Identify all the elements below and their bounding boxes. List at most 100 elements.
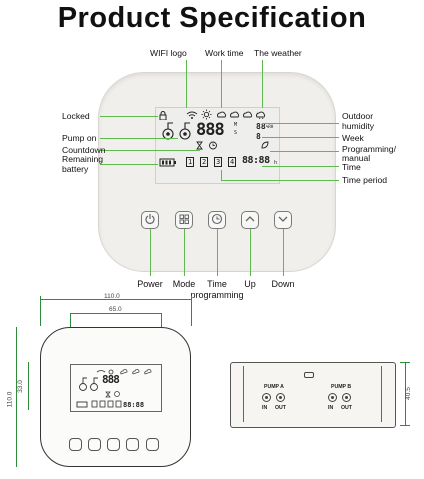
grid-icon: [179, 214, 189, 224]
front-down-button: [146, 438, 159, 451]
battery-icon: [159, 158, 176, 167]
dim-line-height-lcd: [28, 362, 29, 410]
callout-time-period: Time period: [342, 175, 388, 185]
weather-icons: [217, 111, 266, 119]
dim-line-height-outer: [16, 327, 17, 467]
callout-outdoor-1: Outdoor: [342, 111, 374, 121]
period-3: 3: [214, 157, 223, 167]
callout-week: Week: [342, 133, 364, 143]
mode-button[interactable]: [175, 211, 193, 229]
front-lcd-clock: 88:88: [123, 401, 145, 409]
week-digit: 8: [256, 132, 261, 141]
dim-width-outer: 110.0: [104, 293, 120, 300]
unit-s: S: [234, 130, 238, 136]
callout-line-battery: [100, 164, 158, 165]
callout-weather: The weather: [254, 48, 302, 58]
callout-remaining-1: Remaining: [62, 154, 104, 164]
pump-b-in-port: [328, 393, 337, 402]
pump-b-out-port: [342, 393, 351, 402]
callout-wifi-logo: WIFI logo: [150, 48, 187, 58]
callout-locked: Locked: [62, 111, 90, 121]
clock-icon: [211, 213, 223, 225]
dim-tick-depth-bottom: [400, 425, 410, 426]
front-view-outline: [40, 327, 191, 467]
clock-digits: 88:88: [242, 155, 270, 166]
callout-line-pump: [100, 138, 178, 139]
front-view-lcd: 888 88:88: [70, 364, 162, 412]
label-time-1: Time: [207, 279, 227, 289]
period-1: 1: [186, 157, 195, 167]
time-programming-button[interactable]: [208, 211, 226, 229]
pump-b-out-label: OUT: [341, 405, 352, 411]
callout-line-down: [283, 229, 284, 276]
dim-tick-right: [191, 296, 192, 326]
front-lcd-icons: [76, 369, 152, 408]
callout-line-period-v: [221, 170, 222, 181]
callout-time: Time: [342, 162, 361, 172]
callout-line-up: [250, 229, 251, 276]
lock-icon: [159, 111, 167, 120]
dim-width-inner: 65.0: [109, 306, 122, 313]
callout-line-locked: [100, 116, 158, 117]
callout-pump-on: Pump on: [62, 133, 97, 143]
pump-a-in-label: IN: [262, 405, 268, 411]
callout-line-period: [221, 180, 339, 181]
label-time-2: programming: [190, 290, 244, 300]
page-title: Product Specification: [57, 2, 367, 34]
chevron-down-icon: [278, 216, 288, 222]
label-up: Up: [244, 279, 256, 289]
period-4: 4: [228, 157, 237, 167]
humidity-digits: 88: [256, 122, 266, 131]
lcd-screen: 888 M S 88 %RH 8 1 2 3 4 88:88 h: [155, 107, 280, 184]
label-down: Down: [271, 279, 295, 289]
dim-depth: 40.5: [404, 387, 412, 400]
callout-programming-2: manual: [342, 153, 371, 163]
pump-a-label: PUMP A: [264, 384, 284, 390]
dim-height-lcd: 33.0: [16, 380, 24, 393]
dim-line-depth: [405, 362, 406, 426]
callout-line-power: [150, 229, 151, 276]
up-button[interactable]: [241, 211, 259, 229]
callout-remaining-2: battery: [62, 164, 89, 174]
unit-h: h: [274, 160, 278, 166]
work-time-digits: 888: [196, 120, 225, 140]
leaf-icon: [261, 141, 269, 149]
pump-b-label: PUMP B: [331, 384, 352, 390]
front-power-button: [69, 438, 82, 451]
callout-line-time-prog: [217, 229, 218, 276]
callout-line-worktime: [221, 60, 222, 108]
callout-outdoor-2: humidity: [342, 121, 374, 131]
callout-line-mode: [184, 229, 185, 276]
callout-line-time: [262, 166, 339, 167]
countdown-icons: [196, 141, 217, 150]
dim-line-width-outer: [40, 299, 192, 300]
period-2: 2: [200, 157, 209, 167]
sun-icon: [201, 109, 212, 120]
front-lcd-digits: 888: [102, 373, 120, 386]
callout-line-wifi: [186, 60, 187, 108]
pump-a-out-port: [276, 393, 285, 402]
pump-a-out-label: OUT: [275, 405, 286, 411]
label-mode: Mode: [172, 279, 196, 289]
callout-line-programming: [270, 151, 339, 152]
dim-line-width-inner: [70, 313, 162, 314]
dim-height-outer: 110.0: [6, 391, 14, 408]
label-power: Power: [137, 279, 163, 289]
side-view-edge-left: [235, 366, 244, 422]
front-time-button: [107, 438, 120, 451]
chevron-up-icon: [245, 216, 255, 222]
front-up-button: [126, 438, 139, 451]
callout-countdown: Countdown: [62, 145, 106, 155]
dim-tick-left: [40, 296, 41, 326]
dim-tick-depth-top: [400, 362, 410, 363]
front-mode-button: [88, 438, 101, 451]
pump-b-in-label: IN: [328, 405, 334, 411]
power-icon: [145, 214, 155, 224]
callout-line-weather: [262, 60, 263, 108]
down-button[interactable]: [274, 211, 292, 229]
callout-line-humidity: [262, 123, 339, 124]
wifi-icon: [186, 111, 198, 119]
callout-work-time: Work time: [205, 48, 244, 58]
callout-line-countdown: [100, 150, 200, 151]
power-button[interactable]: [141, 211, 159, 229]
